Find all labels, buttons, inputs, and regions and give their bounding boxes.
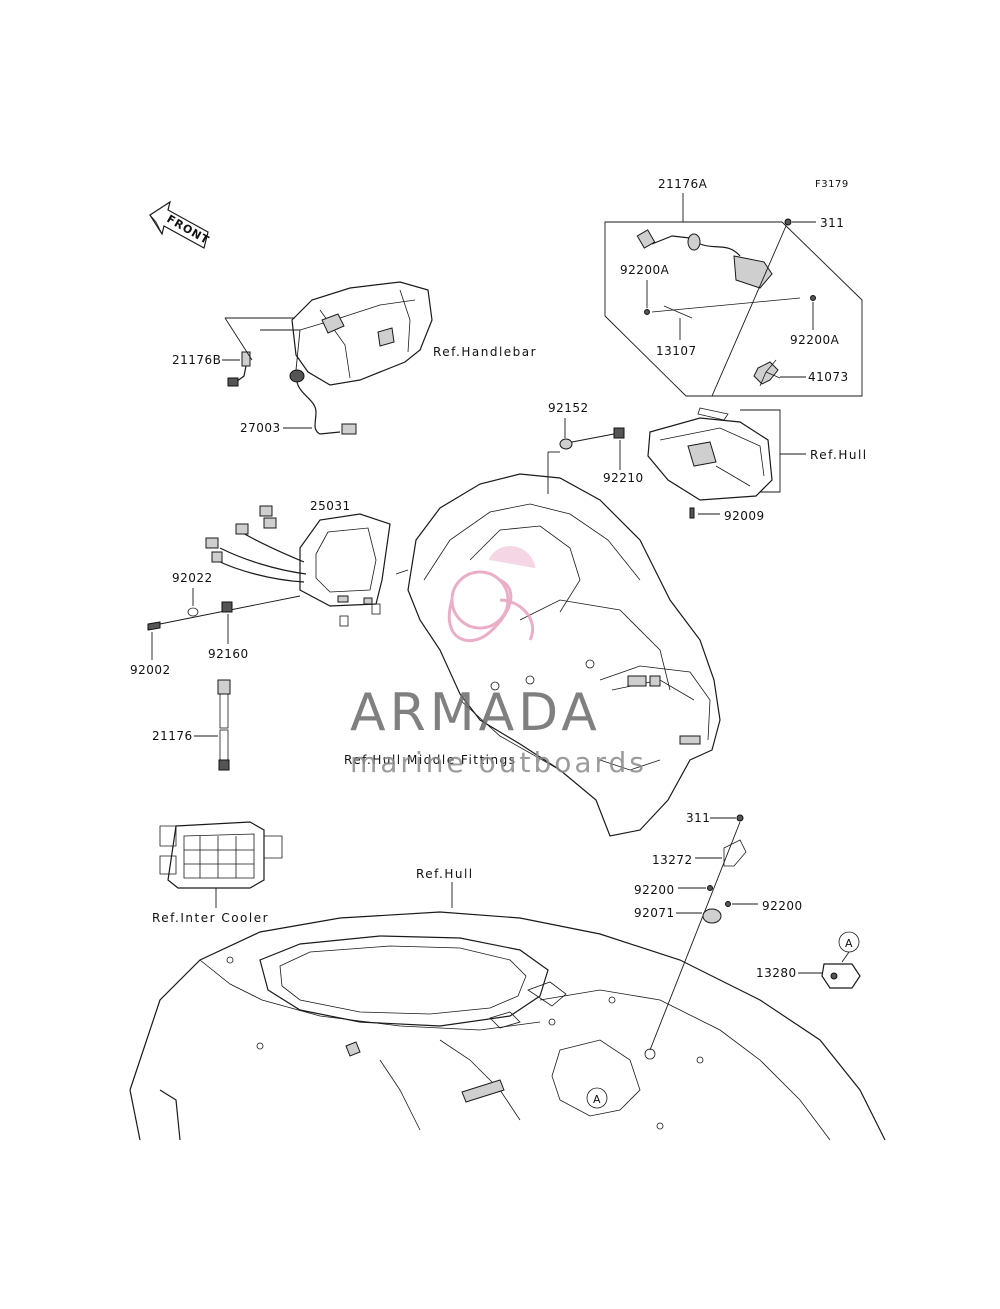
part-21176: 21176 [152, 729, 193, 743]
sensor-21176b [227, 351, 251, 387]
callout-a-lower: A [586, 1087, 608, 1109]
watermark: ARMADA marine outboards [350, 546, 647, 779]
watermark-brand: ARMADA [350, 683, 601, 743]
inter-cooler [159, 821, 283, 889]
part-92152: 92152 [548, 401, 589, 415]
part-92200-right: 92200 [762, 899, 803, 913]
callout-a-upper: A [838, 931, 860, 963]
plate-13280 [821, 963, 861, 989]
part-13107: 13107 [656, 344, 697, 358]
watermark-logo-icon [447, 546, 536, 642]
ref-handlebar-label: Ref.Handlebar [433, 345, 537, 359]
bracket-41073 [753, 359, 781, 387]
ref-inter-cooler-label: Ref.Inter Cooler [152, 911, 269, 925]
part-92210: 92210 [603, 471, 644, 485]
bracket-13272 [723, 839, 747, 867]
hull-upper-deck [407, 473, 721, 837]
part-92200-left: 92200 [634, 883, 675, 897]
part-311-top: 311 [820, 216, 844, 230]
part-92022: 92022 [172, 571, 213, 585]
figure-code: F3179 [815, 179, 849, 190]
watermark-tagline: marine outboards [350, 746, 647, 779]
ref-hull-bottom-label: Ref.Hull [416, 867, 474, 881]
ref-hull-top-label: Ref.Hull [810, 448, 868, 462]
svg-text:A: A [593, 1093, 601, 1106]
ref-hull-middle-label: Ref.Hull Middle Fittings [344, 753, 517, 767]
front-arrow-icon: FRONT [149, 200, 212, 249]
part-25031: 25031 [310, 499, 351, 513]
part-21176a: 21176A [658, 177, 708, 191]
grommet-92071 [702, 908, 722, 924]
part-311-bottom: 311 [686, 811, 710, 825]
part-13272: 13272 [652, 853, 693, 867]
part-92071: 92071 [634, 906, 675, 920]
meter-25031 [205, 505, 391, 627]
part-92200a-right: 92200A [790, 333, 840, 347]
sensor-21176a [636, 229, 773, 289]
hull-storage-bracket [647, 407, 773, 501]
part-27003: 27003 [240, 421, 281, 435]
hull-lower [129, 911, 886, 1141]
part-21176b: 21176B [172, 353, 221, 367]
part-92009: 92009 [724, 509, 765, 523]
part-41073: 41073 [808, 370, 849, 384]
part-13280: 13280 [756, 966, 797, 980]
sensor-21176 [217, 679, 231, 771]
svg-text:A: A [845, 937, 853, 950]
part-92002: 92002 [130, 663, 171, 677]
part-92160: 92160 [208, 647, 249, 661]
switch-27003 [289, 369, 357, 435]
part-92200a-left: 92200A [620, 263, 670, 277]
handlebar-cover [291, 281, 433, 386]
